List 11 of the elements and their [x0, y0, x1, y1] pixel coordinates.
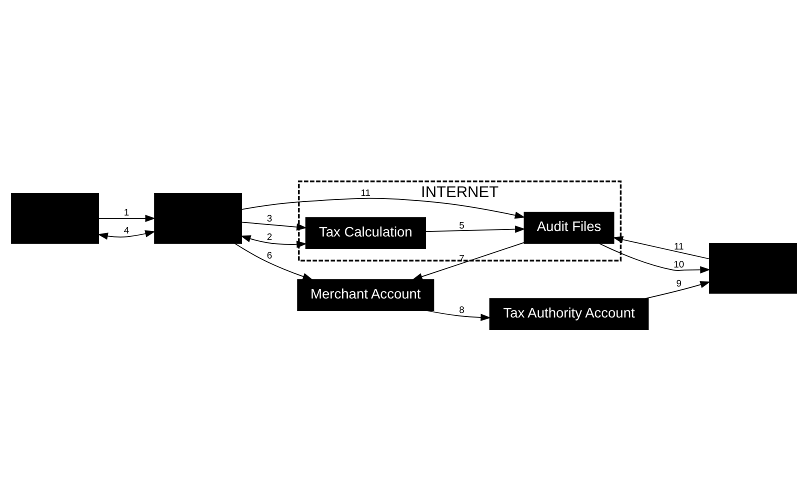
edge-label: 5 — [459, 220, 464, 232]
edge-label: 2 — [266, 232, 272, 243]
edge-label: 11 — [674, 241, 684, 252]
edge-label: 6 — [266, 250, 272, 262]
edge-label: 8 — [459, 305, 464, 316]
edge-label: 1 — [124, 208, 130, 219]
edge-label: 9 — [676, 278, 682, 290]
edge-label: 3 — [266, 214, 272, 225]
edge-label: 11 — [360, 188, 371, 199]
edge-label: 10 — [674, 259, 684, 270]
edge-label: 4 — [124, 226, 130, 237]
